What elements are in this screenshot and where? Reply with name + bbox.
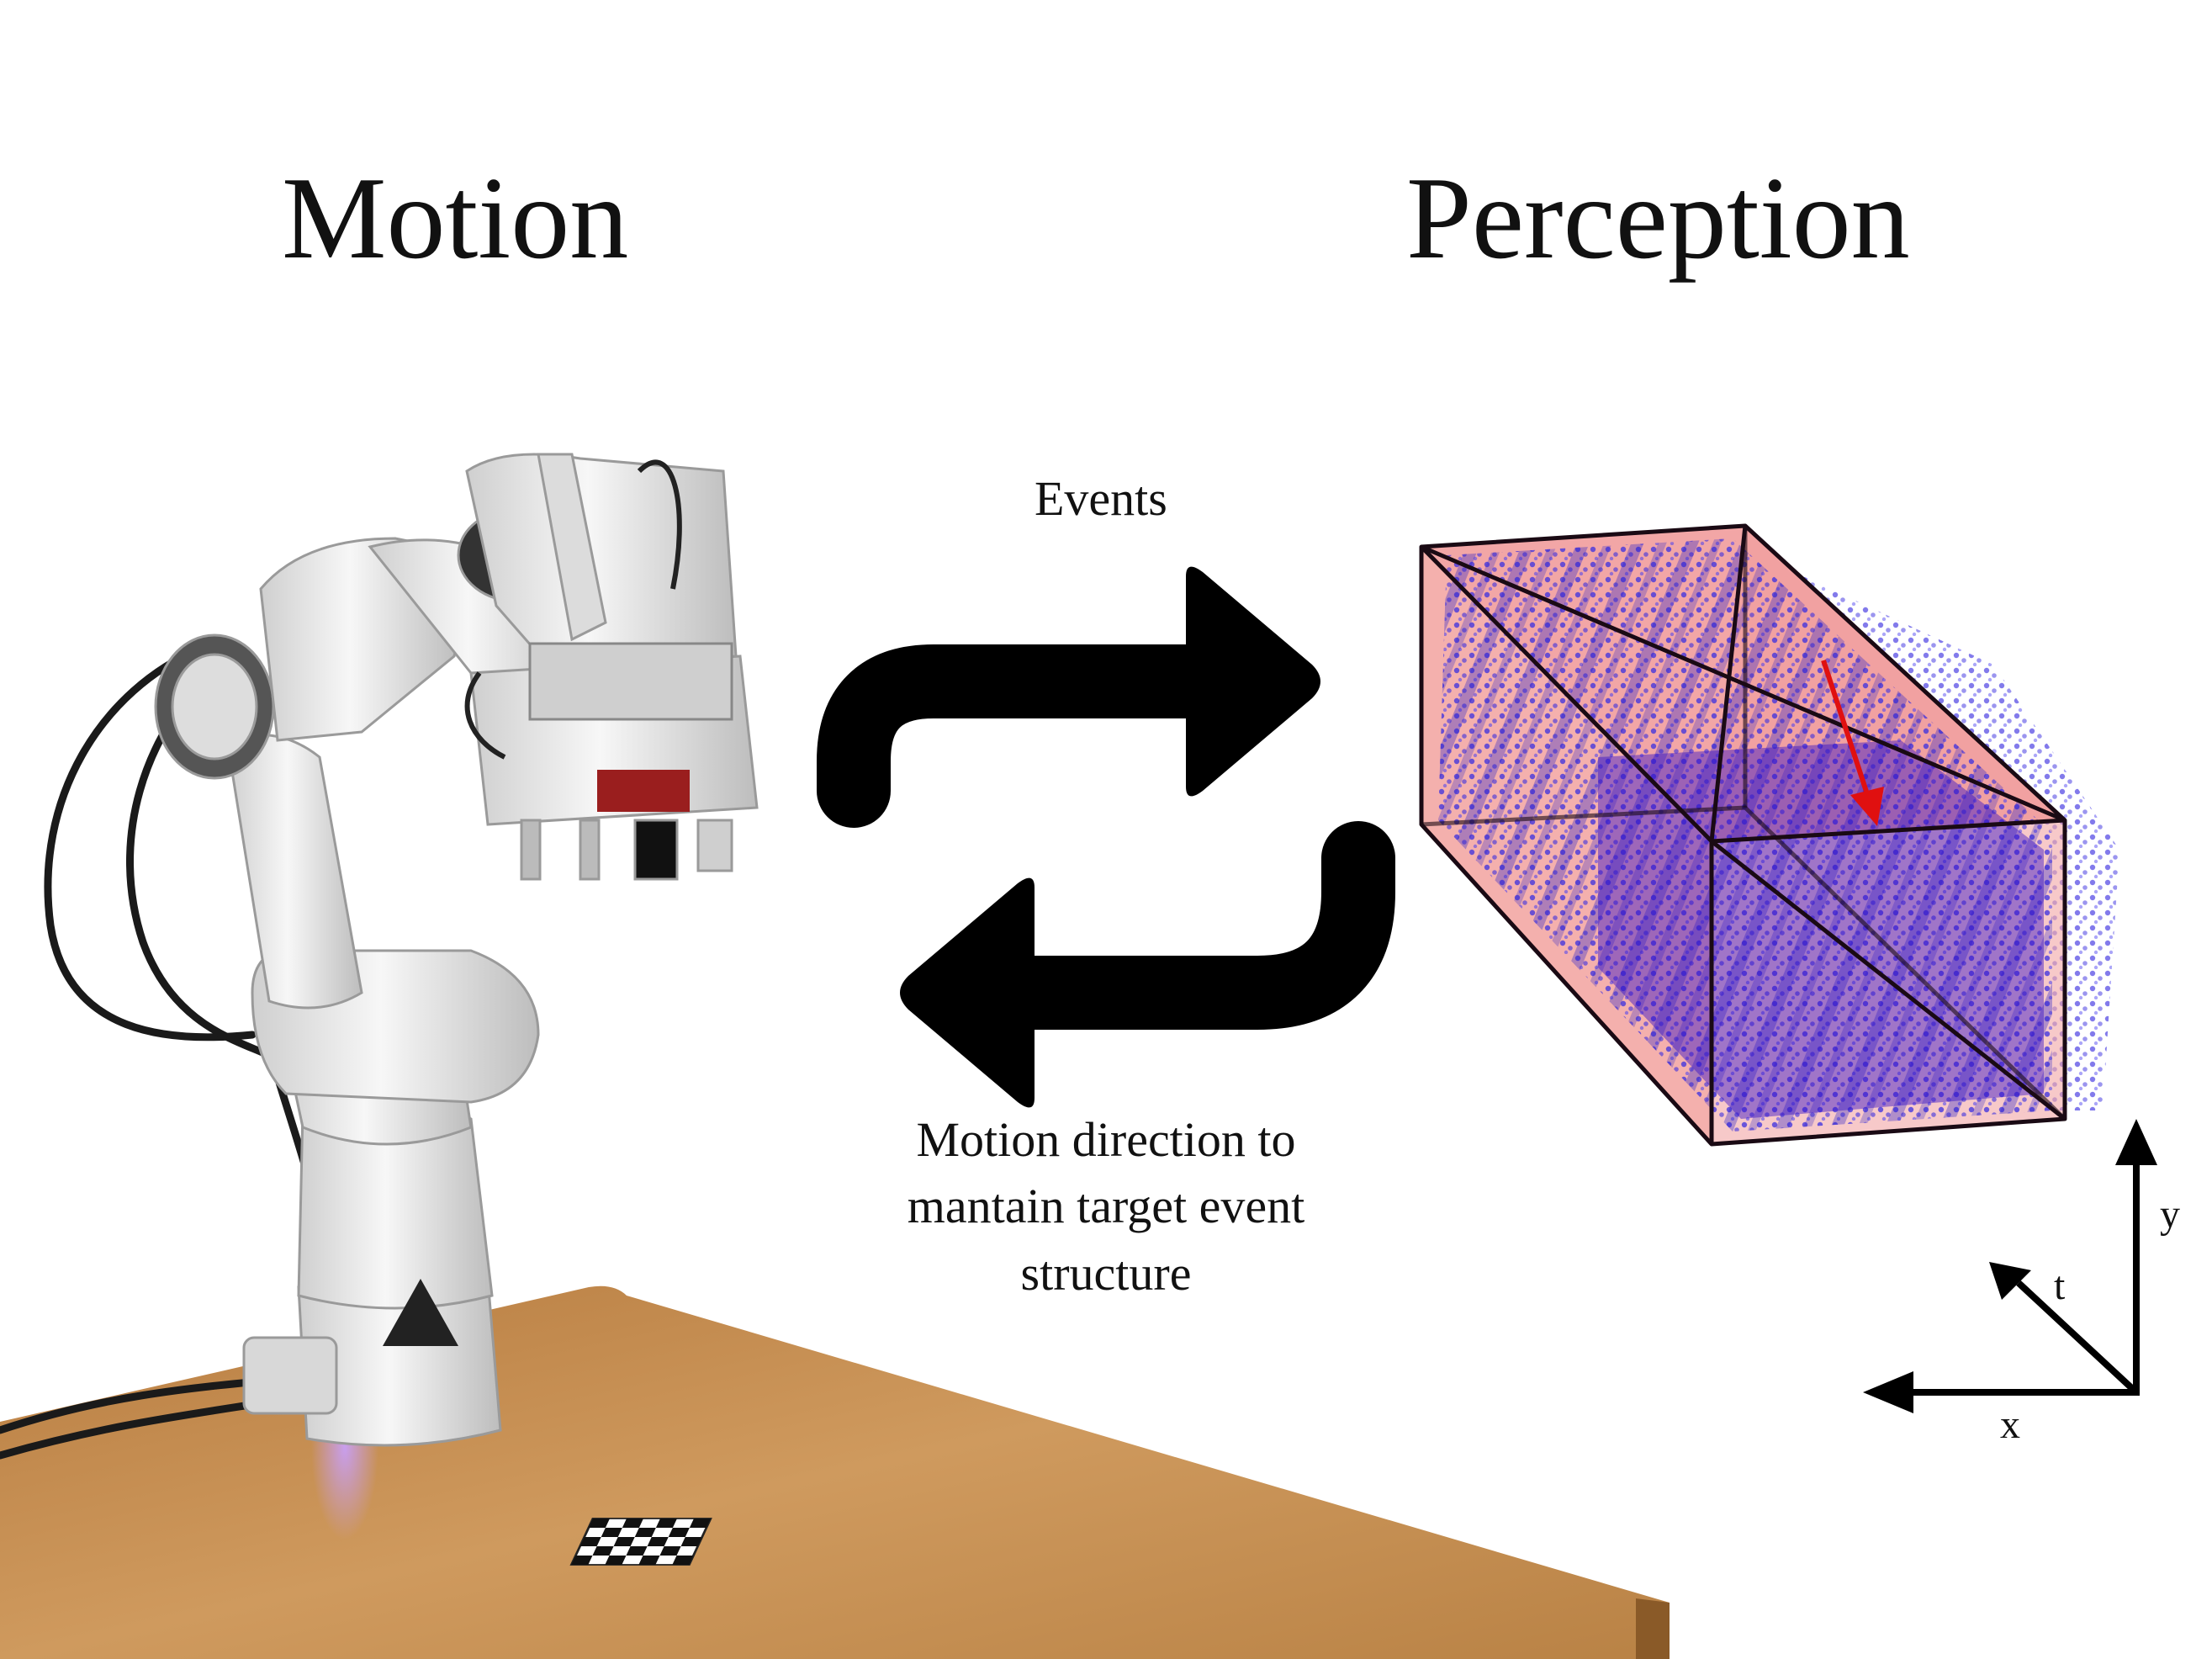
perception-heading: Perception <box>1406 153 1910 284</box>
motion-direction-label-line-3: structure <box>1020 1245 1192 1301</box>
y-axis-label: y <box>2160 1192 2180 1237</box>
y-axis-arrow <box>2115 1119 2157 1392</box>
event-box-edges <box>1419 523 2067 1147</box>
event-point-cloud-outer <box>1758 555 2119 1110</box>
events-arrow <box>817 566 1320 828</box>
events-label: Events <box>1035 471 1167 526</box>
motion-heading: Motion <box>282 153 629 284</box>
flow-direction-arrow <box>1821 660 1884 826</box>
x-axis-label: x <box>2000 1402 2020 1447</box>
t-axis-arrow <box>1989 1262 2139 1395</box>
x-axis-arrow <box>1863 1371 2140 1413</box>
robot-arm <box>154 453 759 1447</box>
motion-direction-label: Motion direction to mantain target event… <box>841 1106 1371 1307</box>
t-axis-label: t <box>2054 1264 2066 1308</box>
motion-direction-label-line-2: mantain target event <box>907 1179 1305 1234</box>
checkerboard-marker <box>569 1518 712 1566</box>
motion-feedback-arrow <box>900 821 1395 1108</box>
motion-direction-label-line-1: Motion direction to <box>916 1112 1296 1167</box>
